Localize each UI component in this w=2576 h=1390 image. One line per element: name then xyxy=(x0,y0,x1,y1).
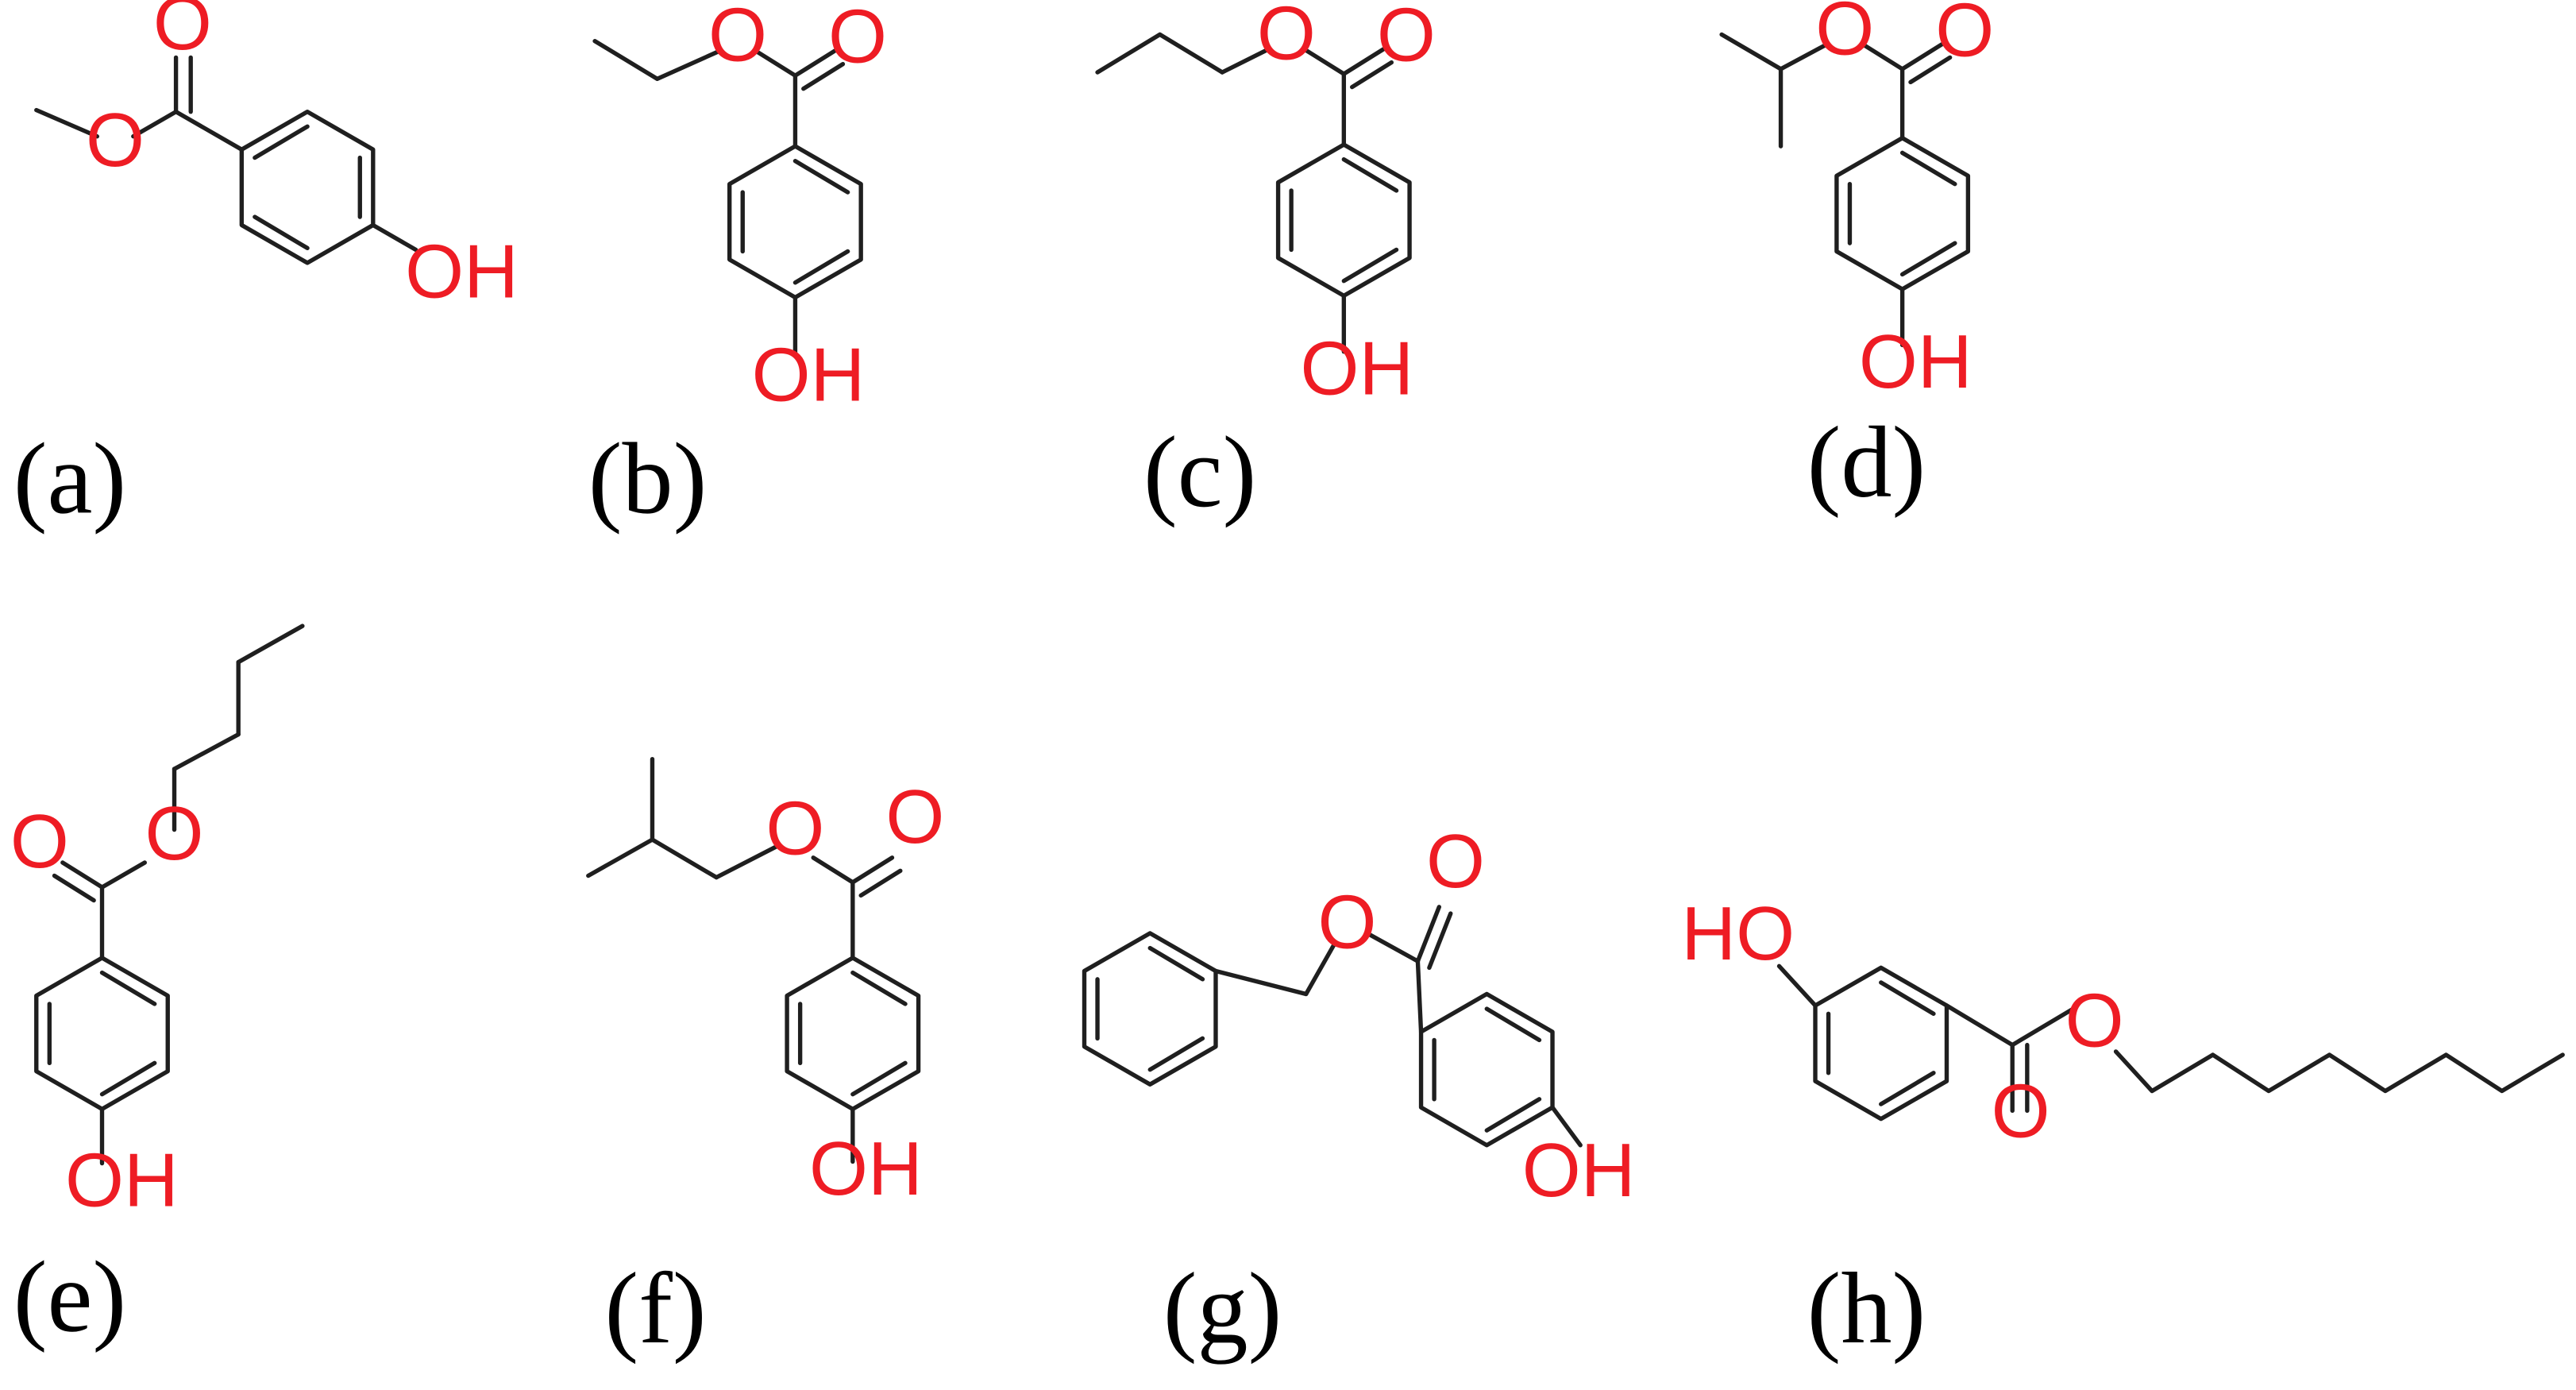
molecule-h xyxy=(1776,963,2565,1122)
molecule-c-carbonyl-o: O xyxy=(1377,0,1436,78)
molecule-h-ester-o: O xyxy=(2065,979,2124,1064)
molecule-c-bonds xyxy=(1095,32,1394,354)
molecule-g-carbonyl-o: O xyxy=(1426,820,1485,904)
molecule-b xyxy=(592,39,863,356)
panel-label-h: (h) xyxy=(1807,1252,1926,1365)
molecule-b-ester-o: O xyxy=(708,0,767,78)
molecule-e xyxy=(34,624,305,1166)
panel-label-b: (b) xyxy=(588,422,708,535)
molecule-e-ring xyxy=(34,956,170,1111)
molecule-f-ring xyxy=(785,956,921,1111)
molecule-c-ring xyxy=(1275,142,1412,299)
molecule-e-carbonyl-o: O xyxy=(10,800,69,884)
molecule-a-ring xyxy=(239,109,376,265)
molecule-d xyxy=(1719,32,1971,348)
molecule-g-ring-phenyl xyxy=(1082,931,1218,1087)
molecule-f-bonds xyxy=(586,756,903,1164)
molecule-f-carbonyl-o: O xyxy=(885,775,944,859)
molecule-c xyxy=(1095,32,1412,354)
molecule-b-carbonyl-o: O xyxy=(828,0,887,79)
molecule-a-bonds xyxy=(34,55,418,253)
molecule-a-carbonyl-o: O xyxy=(153,0,212,66)
molecule-d-hydroxyl: OH xyxy=(1859,320,1972,404)
molecule-g xyxy=(1082,905,1583,1148)
panel-label-a: (a) xyxy=(13,422,126,535)
molecule-a-hydroxyl: OH xyxy=(405,230,519,314)
molecule-g-hydroxyl: OH xyxy=(1522,1129,1636,1213)
molecule-d-bonds xyxy=(1719,32,1953,348)
panel-label-e: (e) xyxy=(13,1241,126,1353)
panel-label-c: (c) xyxy=(1143,415,1256,528)
molecule-f-hydroxyl: OH xyxy=(809,1127,923,1211)
molecule-b-hydroxyl: OH xyxy=(752,334,866,418)
panel-label-f: (f) xyxy=(604,1252,706,1365)
molecule-h-bonds xyxy=(1776,963,2565,1114)
molecule-g-ring-hydroxyphenyl xyxy=(1418,991,1555,1148)
molecule-e-ester-o: O xyxy=(145,792,204,876)
molecule-f xyxy=(586,756,921,1164)
molecule-g-ester-o: O xyxy=(1317,881,1376,965)
molecule-h-ring xyxy=(1813,965,1949,1122)
molecule-c-hydroxyl: OH xyxy=(1301,326,1414,411)
molecule-h-hydroxyl: HO xyxy=(1681,892,1795,976)
molecule-d-ring xyxy=(1834,136,1971,292)
panel-label-g: (g) xyxy=(1163,1252,1282,1365)
molecule-a xyxy=(34,55,418,265)
molecule-f-ester-o: O xyxy=(765,787,824,871)
molecule-e-hydroxyl: OH xyxy=(65,1138,179,1222)
molecule-a-ester-o: O xyxy=(86,98,145,183)
molecule-b-bonds xyxy=(592,39,846,356)
molecule-c-ester-o: O xyxy=(1257,0,1316,75)
panel-label-d: (d) xyxy=(1807,406,1926,519)
molecule-d-carbonyl-o: O xyxy=(1935,0,1994,72)
molecule-e-bonds xyxy=(52,624,305,1166)
molecule-g-bonds xyxy=(1213,905,1583,1148)
molecule-h-carbonyl-o: O xyxy=(1992,1069,2050,1153)
molecule-b-ring xyxy=(727,144,863,300)
molecule-d-ester-o: O xyxy=(1815,0,1874,71)
